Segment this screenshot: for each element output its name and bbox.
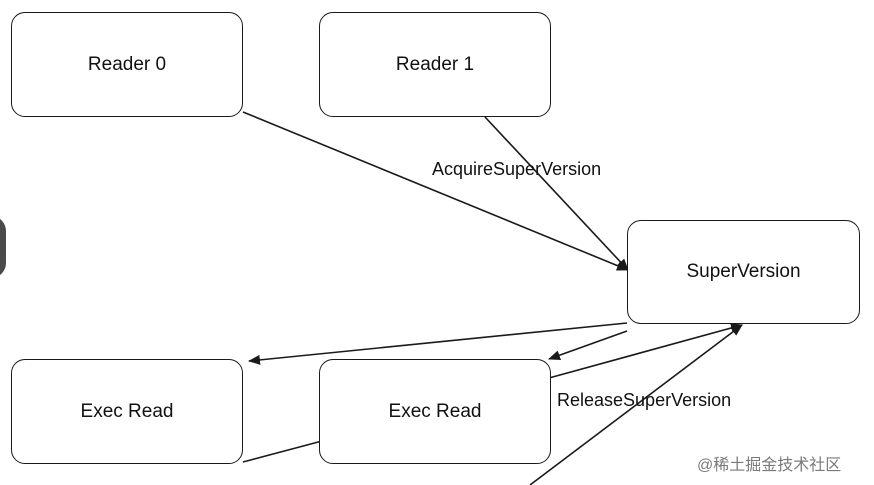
release-superversion-label: ReleaseSuperVersion (557, 390, 732, 410)
reader-0-node: Reader 0 (11, 12, 243, 117)
edge-superversion-to-exec-read-left (248, 322, 628, 365)
watermark-text: @稀土掘金技术社区 (697, 457, 842, 474)
edge-superversion-to-exec-read-mid (548, 330, 628, 360)
edge-reader0-to-superversion (242, 111, 629, 271)
edge-reader1-to-superversion (484, 116, 629, 271)
exec-read-left-node: Exec Read (11, 359, 243, 464)
reader-1-node: Reader 1 (319, 12, 551, 117)
edge-exec-read-mid-to-superversion (548, 323, 743, 379)
edge-fragment (0, 216, 6, 278)
edge-bottom-to-superversion (529, 324, 743, 485)
acquire-superversion-label: AcquireSuperVersion (432, 159, 602, 179)
superversion-node: SuperVersion (627, 220, 860, 324)
edge-exec-read-left-to-exec-read-mid (242, 440, 323, 463)
exec-read-mid-node: Exec Read (319, 359, 551, 464)
